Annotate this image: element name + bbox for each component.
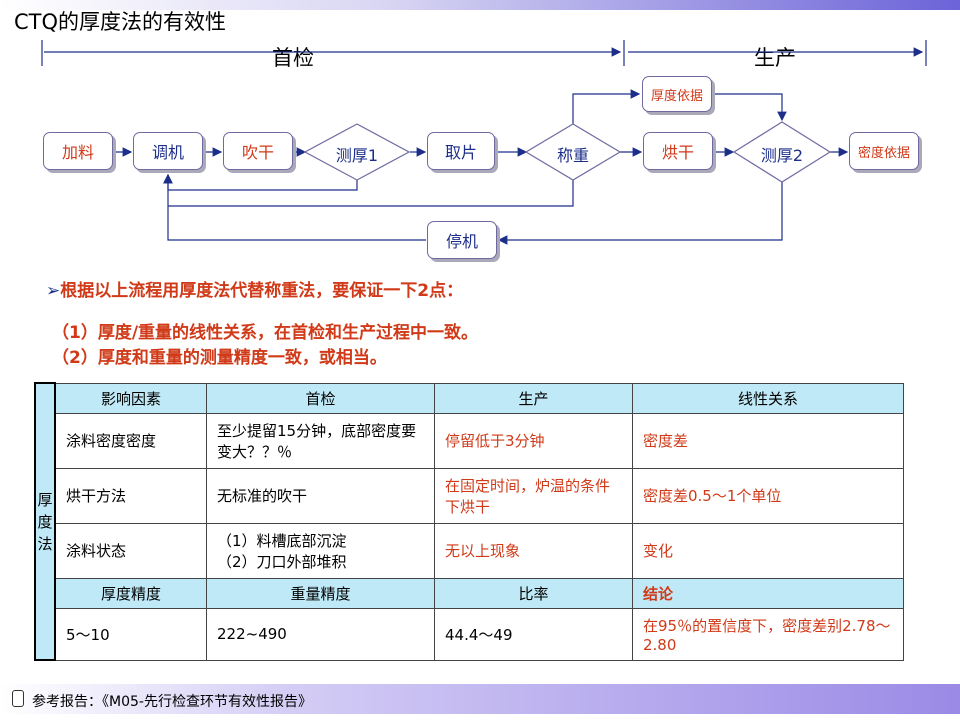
point-1: （1）厚度/重量的线性关系，在首检和生产过程中一致。 [52, 323, 479, 343]
precision-row: 5～10 222~490 44.4～49 在95％的置信度下，密度差别2.78～… [35, 607, 904, 661]
flow-step-weigh: 称重 [556, 146, 589, 165]
table-row: 涂料密度密度 至少提留15分钟，底部密度要变大？？％ 停留低于3分钟 密度差 [35, 412, 904, 469]
cell-weight-precision: 222~490 [206, 607, 435, 661]
header-conclusion: 结论 [632, 577, 904, 609]
cell-production: 无以上现象 [434, 522, 633, 579]
header-first: 首检 [206, 382, 435, 414]
phase-first-label: 首检 [272, 46, 314, 70]
bullet-text: 根据以上流程用厚度法代替称重法，要保证一下2点： [60, 281, 464, 301]
thickness-method-table: 厚 度 法 影响因素 首检 生产 线性关系 涂料密度密度 至少提留15分钟，底部… [34, 382, 904, 661]
cell-production: 在固定时间，炉温的条件下烘干 [434, 467, 633, 524]
flow-step-measure2: 测厚2 [760, 146, 804, 165]
header-weight-precision: 重量精度 [206, 577, 435, 609]
flow-step-thickness-basis: 厚度依据 [642, 76, 712, 112]
weigh-diamond-shape [524, 123, 622, 181]
table-row: 烘干方法 无标准的吹干 在固定时间，炉温的条件下烘干 密度差0.5～1个单位 [35, 467, 904, 524]
cell-production: 停留低于3分钟 [434, 412, 633, 469]
flow-step-sample: 取片 [427, 132, 495, 170]
cell-first: 至少提留15分钟，底部密度要变大？？％ [206, 412, 435, 469]
bullet-arrow-icon: ➢ [46, 281, 61, 301]
header-linear: 线性关系 [632, 382, 904, 414]
point-2: （2）厚度和重量的测量精度一致，或相当。 [52, 348, 387, 368]
flow-step-feed: 加料 [43, 132, 113, 170]
cell-factor: 涂料密度密度 [54, 412, 207, 469]
flow-step-bake: 烘干 [643, 132, 713, 170]
flow-step-adjust: 调机 [133, 132, 203, 170]
cell-factor: 涂料状态 [54, 522, 207, 579]
phase-production-label: 生产 [754, 46, 796, 70]
header-thickness-precision: 厚度精度 [54, 577, 207, 609]
flow-step-density-basis: 密度依据 [849, 132, 919, 170]
cell-linear: 变化 [632, 522, 904, 579]
cell-linear: 密度差 [632, 412, 904, 469]
cell-first: 无标准的吹干 [206, 467, 435, 524]
cell-thickness-precision: 5～10 [54, 607, 207, 661]
table-row: 涂料状态 （1）料槽底部沉淀 （2）刀口外部堆积 无以上现象 变化 [35, 522, 904, 579]
top-gradient-bar [0, 0, 960, 10]
table-side-label: 厚 度 法 [34, 382, 56, 661]
cell-linear: 密度差0.5～1个单位 [632, 467, 904, 524]
cell-first: （1）料槽底部沉淀 （2）刀口外部堆积 [206, 522, 435, 579]
phase-bracket-production [628, 40, 927, 66]
footer-bar: 参考报告：《M05-先行检查环节有效性报告》 [0, 684, 960, 714]
header-ratio: 比率 [434, 577, 633, 609]
document-icon [12, 690, 24, 707]
flow-step-dry: 吹干 [223, 132, 293, 170]
precision-header-row: 厚度精度 重量精度 比率 结论 [35, 577, 904, 609]
cell-ratio: 44.4～49 [434, 607, 633, 661]
flow-step-measure1: 测厚1 [335, 146, 379, 165]
cell-factor: 烘干方法 [54, 467, 207, 524]
header-factor: 影响因素 [54, 382, 207, 414]
cell-conclusion: 在95％的置信度下，密度差别2.78～2.80 [632, 607, 904, 661]
phase-bracket-first [41, 40, 625, 66]
flow-step-stop: 停机 [427, 221, 497, 259]
measure2-diamond-shape [732, 121, 832, 183]
measure1-diamond-shape [303, 123, 411, 181]
header-production: 生产 [434, 382, 633, 414]
page-title: CTQ的厚度法的有效性 [14, 10, 227, 34]
table-header-row: 厚 度 法 影响因素 首检 生产 线性关系 [34, 382, 904, 661]
footer-reference: 参考报告：《M05-先行检查环节有效性报告》 [32, 694, 312, 710]
bullet-statement: ➢根据以上流程用厚度法代替称重法，要保证一下2点： [46, 276, 463, 301]
